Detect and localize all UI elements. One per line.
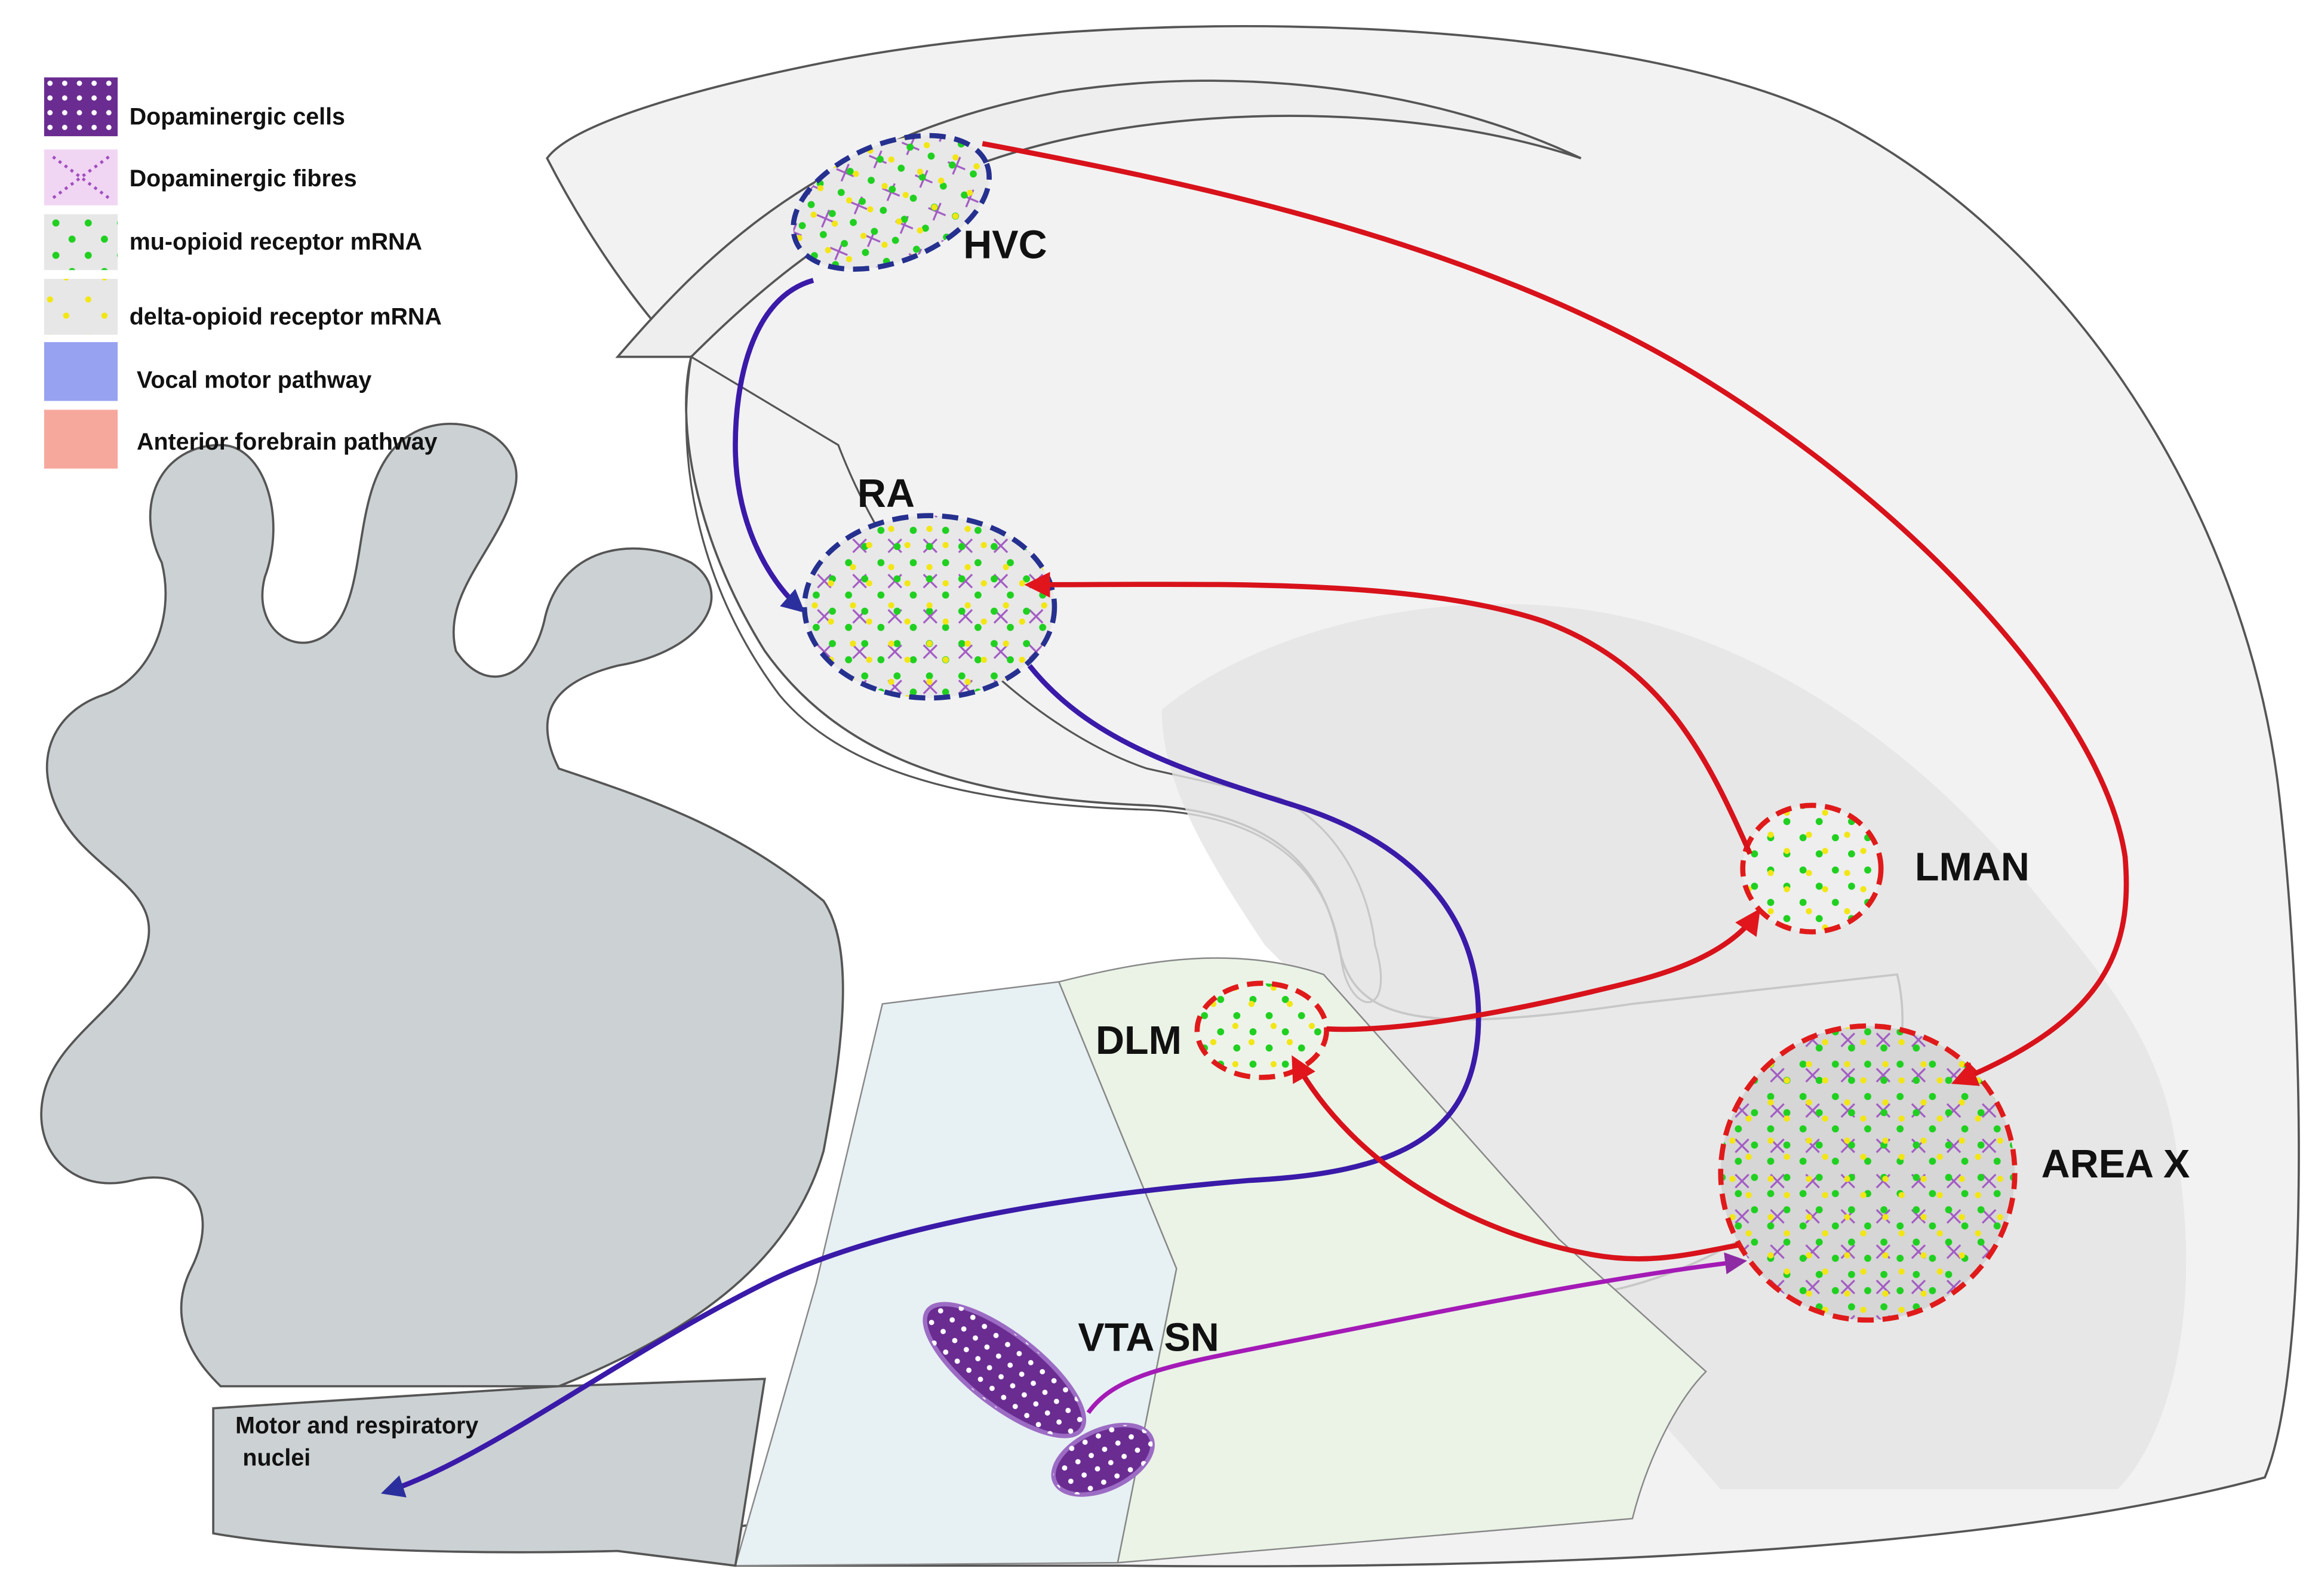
legend-item-delta-opioid: delta-opioid receptor mRNA [44,279,442,335]
ra-nucleus [801,513,1057,701]
legend: Dopaminergic cells Dopaminergic fibres m… [44,77,442,469]
vta-to-areax-arrow [1086,1252,1748,1414]
hvc-label: HVC [963,223,1047,267]
area-x-label: AREA X [2041,1142,2190,1186]
brainstem [212,1377,766,1567]
vta-sn-label: VTA SN [1078,1316,1219,1360]
legend-label-vocal-motor: Vocal motor pathway [137,367,371,393]
motor-nuclei-label-line1: Motor and respiratory [235,1413,478,1439]
hvc-to-areax-arrow [982,141,2129,1086]
legend-item-dopaminergic-fibres: Dopaminergic fibres [44,149,357,205]
lman-label: LMAN [1915,845,2030,889]
anterior-forebrain-swatch [44,410,118,469]
areax-to-dlm-arrow [1292,1055,1739,1262]
dlm-nucleus [1194,980,1329,1080]
sn-nucleus [1051,1422,1155,1497]
ra-label: RA [857,472,915,516]
motor-nuclei-label-line2: nuclei [242,1445,310,1471]
legend-item-vocal-motor: Vocal motor pathway [44,342,371,401]
thalamus-region [1057,957,1707,1564]
lman-nucleus [1740,802,1884,934]
area-x-nucleus [1718,1023,2018,1323]
hvc-to-ra-arrow [733,278,814,613]
legend-item-anterior-forebrain: Anterior forebrain pathway [44,410,438,469]
legend-label-anterior-forebrain: Anterior forebrain pathway [137,429,437,455]
hvc-nucleus [791,133,992,272]
legend-label-dopaminergic-fibres: Dopaminergic fibres [130,165,357,192]
legend-label-dopaminergic-cells: Dopaminergic cells [130,103,345,130]
legend-label-mu-opioid: mu-opioid receptor mRNA [130,229,422,255]
vocal-motor-swatch [44,342,118,401]
legend-label-delta-opioid: delta-opioid receptor mRNA [130,303,442,330]
legend-item-mu-opioid: mu-opioid receptor mRNA [44,214,422,270]
legend-item-dopaminergic-cells: Dopaminergic cells [44,77,345,137]
vta-nucleus [923,1302,1087,1438]
cerebellum [40,423,844,1388]
dlm-to-lman-arrow [1326,908,1761,1032]
lman-to-ra-arrow [1024,571,1752,855]
dlm-label: DLM [1096,1019,1182,1063]
ra-to-motor-arrow [380,664,1481,1497]
dopaminergic-fibres-swatch [44,149,118,205]
